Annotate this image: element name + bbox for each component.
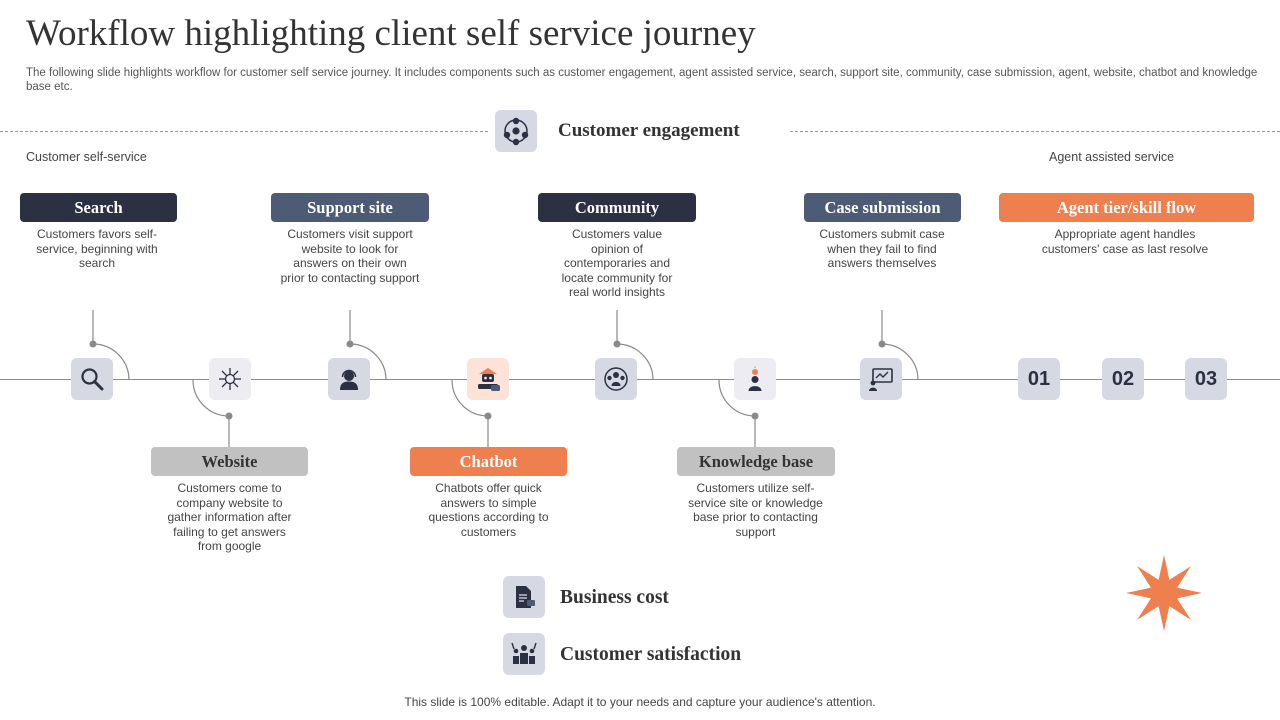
step-community-desc: Customers value opinion of contemporarie…: [561, 227, 673, 299]
step-support-site-desc: Customers visit support website to look …: [280, 227, 420, 285]
divider-left: [0, 131, 488, 132]
page-subtitle: The following slide highlights workflow …: [26, 67, 1258, 93]
step-website-label: Website: [151, 447, 308, 476]
idea-person-icon: [734, 358, 776, 400]
business-cost-label: Business cost: [560, 587, 669, 608]
customer-engagement-heading: Customer engagement: [558, 120, 740, 141]
people-network-icon: [495, 110, 537, 152]
search-icon: [71, 358, 113, 400]
self-service-label: Customer self-service: [26, 150, 147, 164]
team-cheer-icon: [503, 633, 545, 675]
step-knowledge-base-desc: Customers utilize self-service site or k…: [688, 481, 823, 539]
step-search-desc: Customers favors self-service, beginning…: [36, 227, 158, 270]
step-agent-tier-label: Agent tier/skill flow: [999, 193, 1254, 222]
footer-note: This slide is 100% editable. Adapt it to…: [404, 695, 876, 709]
burst-star-decoration: [1126, 555, 1202, 631]
case-presentation-icon: [860, 358, 902, 400]
customer-satisfaction-label: Customer satisfaction: [560, 644, 742, 665]
step-chatbot-desc: Chatbots offer quick answers to simple q…: [428, 481, 549, 539]
step-support-site-label: Support site: [271, 193, 429, 222]
cost-document-icon: [503, 576, 545, 618]
page-title: Workflow highlighting client self servic…: [26, 13, 756, 54]
network-hub-icon: [209, 358, 251, 400]
step-knowledge-base-label: Knowledge base: [677, 447, 835, 476]
step-website-desc: Customers come to company website to gat…: [167, 481, 292, 553]
chatbot-icon: [467, 358, 509, 400]
tier-03: 03: [1185, 358, 1227, 400]
step-search-label: Search: [20, 193, 177, 222]
support-agent-icon: [328, 358, 370, 400]
community-icon: [595, 358, 637, 400]
tier-01: 01: [1018, 358, 1060, 400]
timeline-line: [0, 379, 1280, 380]
tier-02: 02: [1102, 358, 1144, 400]
step-case-submission-label: Case submission: [804, 193, 961, 222]
step-agent-tier-desc: Appropriate agent handles customers' cas…: [1041, 227, 1209, 256]
step-chatbot-label: Chatbot: [410, 447, 567, 476]
agent-assisted-label: Agent assisted service: [1049, 150, 1175, 164]
step-case-submission-desc: Customers submit case when they fail to …: [819, 227, 945, 270]
step-community-label: Community: [538, 193, 696, 222]
divider-right: [790, 131, 1280, 132]
